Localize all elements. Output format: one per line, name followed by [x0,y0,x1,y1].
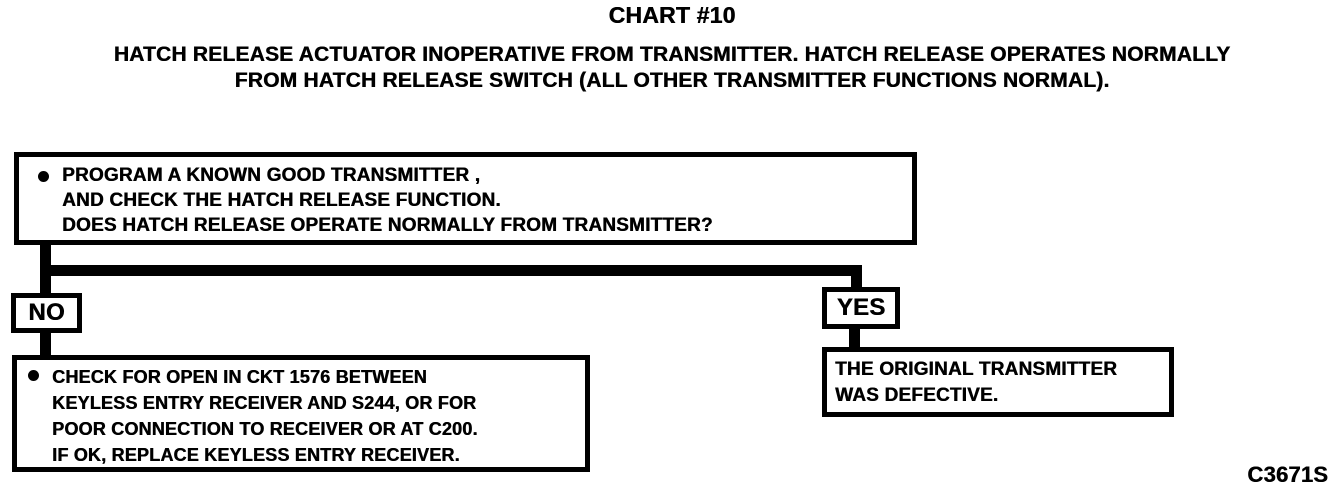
question-box-text: PROGRAM A KNOWN GOOD TRANSMITTER , AND C… [19,157,912,238]
yes-result-text: THE ORIGINAL TRANSMITTER WAS DEFECTIVE. [827,352,1169,409]
no-result-line: IF OK, REPLACE KEYLESS ENTRY RECEIVER. [52,445,460,465]
connector-yes-stub [849,327,860,348]
yes-branch-label-box: YES [822,287,900,329]
no-result-box: CHECK FOR OPEN IN CKT 1576 BETWEEN KEYLE… [12,355,590,472]
no-result-line: KEYLESS ENTRY RECEIVER AND S244, OR FOR [52,393,477,413]
connector-no-stub [40,331,51,357]
yes-result-line: WAS DEFECTIVE. [835,385,999,406]
yes-result-line: THE ORIGINAL TRANSMITTER [835,359,1118,380]
no-result-line: CHECK FOR OPEN IN CKT 1576 BETWEEN [52,367,427,387]
no-result-line: POOR CONNECTION TO RECEIVER OR AT C200. [52,419,478,439]
figure-code: C3671S [1247,462,1328,487]
no-result-text: CHECK FOR OPEN IN CKT 1576 BETWEEN KEYLE… [17,360,585,468]
chart-subtitle-line-1: HATCH RELEASE ACTUATOR INOPERATIVE FROM … [113,43,1231,66]
yes-label: YES [836,294,886,321]
no-branch-label-box: NO [11,293,82,333]
chart-subtitle-line-2: FROM HATCH RELEASE SWITCH (ALL OTHER TRA… [234,69,1110,92]
no-label: NO [28,299,65,326]
question-line: AND CHECK THE HATCH RELEASE FUNCTION. [62,190,501,211]
bullet-icon [28,370,39,381]
bullet-icon [38,171,49,182]
question-box: PROGRAM A KNOWN GOOD TRANSMITTER , AND C… [14,152,917,245]
question-line: DOES HATCH RELEASE OPERATE NORMALLY FROM… [62,215,713,236]
yes-result-box: THE ORIGINAL TRANSMITTER WAS DEFECTIVE. [822,347,1174,417]
connector-right-vertical [851,265,862,289]
chart-title: CHART #10 [608,2,736,28]
question-line: PROGRAM A KNOWN GOOD TRANSMITTER , [62,165,481,186]
connector-horizontal-bar [40,265,862,276]
